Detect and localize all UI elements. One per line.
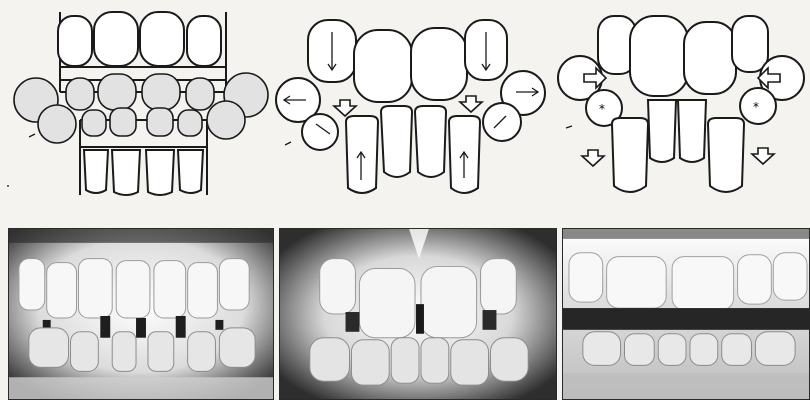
upper-incisor (94, 12, 138, 66)
diagram-3: * * (558, 16, 804, 192)
star-marker: * (599, 102, 605, 116)
upper-tooth (630, 16, 688, 96)
upper-tooth (354, 30, 412, 102)
middle-tooth (186, 78, 214, 110)
hollow-arrow (752, 148, 774, 164)
lower-tooth (110, 108, 136, 136)
lower-tooth (678, 100, 706, 162)
upper-incisor (58, 16, 92, 66)
lower-incisor (84, 150, 108, 193)
lower-tooth (612, 118, 648, 192)
upper-incisor (187, 16, 221, 66)
side-tooth (302, 114, 338, 150)
upper-tooth (732, 16, 768, 72)
lower-tooth (415, 106, 446, 177)
lower-tooth (648, 100, 676, 162)
lower-tooth (147, 108, 173, 136)
clinical-photo-3 (562, 228, 810, 400)
side-tooth (483, 103, 521, 141)
lower-incisor (112, 150, 140, 195)
lower-tooth (381, 106, 412, 177)
hollow-arrow (582, 150, 604, 166)
diagram-2 (276, 20, 545, 193)
lower-incisor (146, 150, 174, 195)
lower-tooth (178, 110, 202, 136)
tooth-diagrams: * * (0, 0, 810, 215)
clinical-photo-2 (279, 228, 557, 400)
upper-incisor (140, 12, 184, 66)
lateral-tooth (38, 105, 76, 143)
star-marker: * (753, 100, 759, 114)
middle-tooth (98, 74, 136, 110)
middle-tooth (142, 74, 180, 110)
middle-tooth (66, 78, 94, 110)
clinical-photo-1 (8, 228, 274, 400)
upper-tooth (411, 28, 467, 100)
lower-tooth (708, 118, 744, 192)
lower-tooth (82, 110, 106, 136)
diagram-1 (7, 12, 268, 195)
upper-tooth (684, 22, 736, 94)
lower-incisor (178, 150, 203, 193)
lateral-tooth (207, 101, 245, 139)
hollow-arrow (460, 96, 482, 112)
hollow-arrow (334, 100, 356, 116)
